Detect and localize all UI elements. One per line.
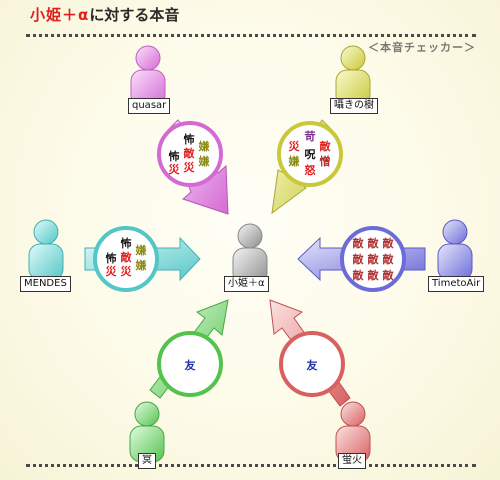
name-label-quasar: quasar [128,98,171,114]
bubble-timetoair-char: 敵 [383,268,395,282]
bubble-timetoair-char: 敵 [383,252,395,266]
person-figure-timetoair [437,219,473,281]
bubble-quasar-char: 嫌 [198,154,210,168]
bubble-mei-char: 友 [185,358,196,372]
bubble-mendes-char: 敵 [121,250,133,264]
bubble-sasayaki: 苛 敵 災 呪 憎 嫌 怒 [277,121,343,187]
bubble-quasar-char: 嫌 [198,139,210,153]
bubble-quasar-char: 怖 [184,132,195,146]
bubble-sasayaki-char: 怒 [305,163,317,177]
name-label-center: 小姫＋α [224,276,269,292]
person-figure-quasar [130,45,166,107]
bubble-sasayaki-char: 憎 [320,154,331,168]
title-main: 小姫＋α [30,6,90,24]
page-title: 小姫＋αに対する本音 [30,4,179,30]
bubble-timetoair-char: 敵 [368,268,380,282]
bubble-timetoair-char: 敵 [353,252,365,266]
bubble-sasayaki-char: 苛 [305,129,316,143]
name-label-mei: 冥 [138,453,156,469]
bubble-quasar: 怖 敵 嫌 怖 災 嫌 災 [157,121,223,187]
name-label-timetoair: TimetoAir [428,276,485,292]
bubble-timetoair-char: 敵 [368,236,380,250]
bubble-mendes-char: 嫌 [135,258,147,272]
name-label-mendes: MENDES [20,276,71,292]
person-figure-center [232,223,268,285]
bubble-hotaru: 友 [279,331,345,397]
bottom-divider [26,464,476,467]
bubble-sasayaki-char: 呪 [305,148,316,161]
bubble-mendes: 怖 敵 嫌 怖 災 嫌 災 [93,226,159,292]
top-divider [26,34,476,37]
bubble-mendes-char: 災 [120,265,133,278]
bubble-sasayaki-char: 嫌 [288,154,300,168]
bubble-sasayaki-char: 災 [288,140,301,153]
bubble-mendes-char: 怖 [106,251,117,265]
title-rest: に対する本音 [89,6,180,24]
person-figure-mendes [28,219,64,281]
bubble-quasar-char: 災 [168,163,181,176]
bubble-timetoair-char: 敵 [353,268,365,282]
person-figure-sasayaki [335,45,371,107]
checker-label: ＜本音チェッカー＞ [368,41,476,54]
bubble-timetoair-char: 敵 [368,252,380,266]
bubble-sasayaki-char: 敵 [320,139,332,153]
bubble-quasar-char: 災 [183,161,196,174]
bubble-timetoair: 敵 敵 敵 敵 敵 敵 敵 敵 敵 [340,226,406,292]
bubble-quasar-char: 敵 [184,146,196,160]
bubble-mei: 友 [157,331,223,397]
name-label-hotaru: 蛍火 [338,453,366,469]
bubble-timetoair-char: 敵 [353,236,365,250]
name-label-sasayaki: 囁きの樹 [330,98,378,114]
bubble-timetoair-char: 敵 [383,236,395,250]
bubble-mendes-char: 嫌 [135,243,147,257]
bubble-mendes-char: 災 [105,265,118,278]
bubble-mendes-char: 怖 [121,236,132,250]
bubble-hotaru-char: 友 [307,358,318,372]
bubble-quasar-char: 怖 [169,149,180,163]
